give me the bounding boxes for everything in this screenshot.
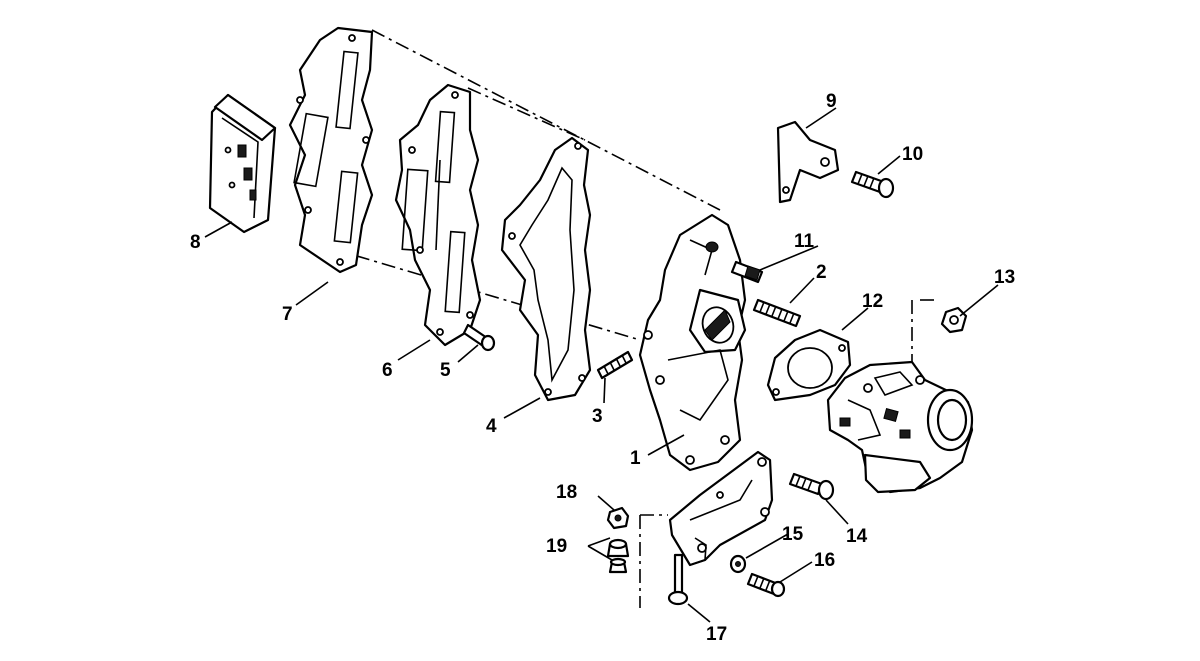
bolt-14 bbox=[788, 472, 835, 501]
callout-15: 15 bbox=[782, 524, 804, 545]
screw-5 bbox=[462, 323, 496, 352]
callout-16: 16 bbox=[814, 550, 835, 571]
reed-block-housing bbox=[208, 93, 277, 234]
gasket-7 bbox=[288, 26, 374, 274]
callout-11: 11 bbox=[794, 231, 815, 252]
callout-labels: 8 7 6 5 4 3 1 2 11 9 10 12 13 14 15 16 1… bbox=[190, 91, 1015, 645]
alignment-lines bbox=[329, 29, 935, 608]
callout-8: 8 bbox=[190, 232, 201, 253]
callout-19: 19 bbox=[546, 536, 567, 557]
bolt-10 bbox=[850, 170, 895, 199]
intake-manifold bbox=[638, 213, 747, 472]
nut-13 bbox=[940, 306, 968, 334]
washer-15 bbox=[729, 554, 747, 574]
stud-3 bbox=[596, 350, 634, 380]
gasket-6 bbox=[394, 83, 482, 347]
nut-18 bbox=[606, 506, 630, 530]
callout-5: 5 bbox=[440, 360, 451, 381]
leader-lines bbox=[204, 107, 999, 623]
gasket-4 bbox=[500, 136, 592, 402]
bushings-19 bbox=[606, 538, 630, 574]
callout-18: 18 bbox=[556, 482, 577, 503]
callout-9: 9 bbox=[826, 91, 837, 112]
callout-2: 2 bbox=[816, 262, 827, 283]
bracket-9 bbox=[776, 120, 840, 204]
callout-14: 14 bbox=[846, 526, 868, 547]
carburetor-gasket bbox=[766, 328, 852, 402]
callout-13: 13 bbox=[994, 267, 1015, 288]
linkage-bracket bbox=[667, 450, 774, 606]
stud-11 bbox=[730, 260, 764, 284]
callout-10: 10 bbox=[902, 144, 923, 165]
bolt-16 bbox=[746, 572, 786, 598]
callout-7: 7 bbox=[282, 304, 293, 325]
callout-1: 1 bbox=[630, 448, 641, 469]
callout-12: 12 bbox=[862, 291, 883, 312]
callout-3: 3 bbox=[592, 406, 603, 427]
callout-4: 4 bbox=[486, 416, 497, 437]
carburetor bbox=[826, 360, 974, 494]
callout-6: 6 bbox=[382, 360, 393, 381]
callout-17: 17 bbox=[706, 624, 727, 645]
stud-2 bbox=[752, 298, 802, 328]
